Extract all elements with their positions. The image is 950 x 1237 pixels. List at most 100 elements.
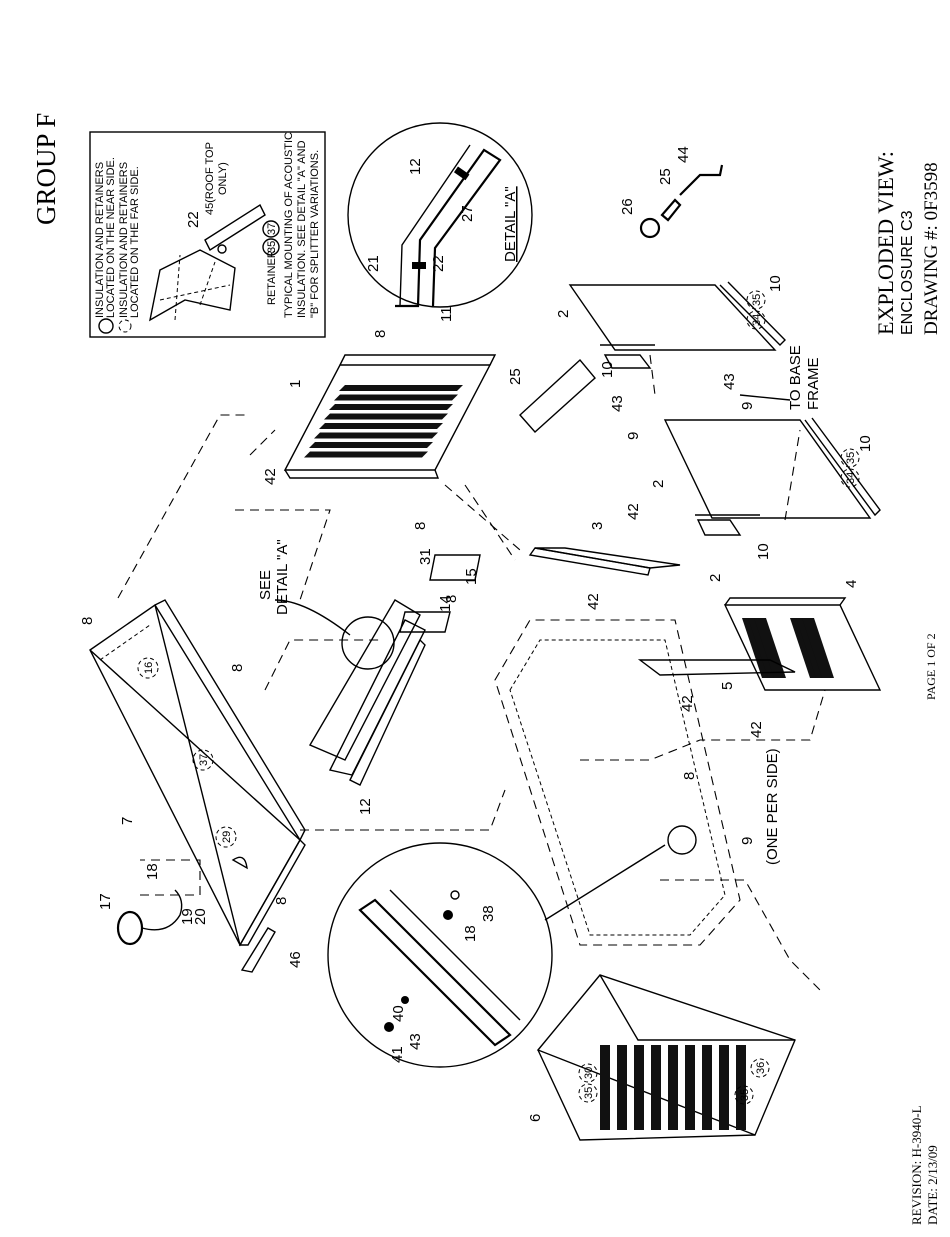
page-number: PAGE 1 OF 2 [924,633,938,700]
louver-slat [719,1045,729,1130]
part-6: 6 [527,1114,544,1122]
fitting-part-25 [660,198,682,222]
detail-a-21: 21 [365,255,382,272]
part-38: 38 [480,905,497,922]
louver-slat [319,423,443,429]
part-8-a: 8 [79,617,96,625]
louver-slat [304,451,428,458]
part-9-a: 9 [625,432,642,440]
part-3: 3 [589,522,606,530]
louver-panel-part-4 [723,597,882,691]
part-8-d: 8 [372,330,389,338]
part-1: 1 [287,380,304,388]
part-7: 7 [119,817,136,825]
part-40: 40 [390,1005,407,1022]
louver-slat [329,404,453,410]
panel-part-3 [534,547,681,569]
part-42-c: 42 [585,593,602,610]
detail-a-22: 22 [430,255,447,272]
part-42-a: 42 [262,468,279,485]
louver-slat [600,1045,610,1130]
louver-slat [651,1045,661,1130]
legend-note-2: INSULATION. SEE DETAIL "A" AND [296,140,308,318]
legend-circ-35: 35 [266,241,278,253]
louver-panel-part-6: 30 35 36 35 [536,974,796,1141]
part-25-b: 25 [507,368,524,385]
louver-slat [324,413,448,420]
louver-slat [314,432,438,439]
louver-panel-part-1 [249,354,497,479]
circ-35-a: 35 [751,294,763,306]
detail-b [327,842,553,1068]
legend-note-3: "B" FOR SPLITTER VARIATIONS. [309,150,321,318]
revision-text: REVISION: H-3940-L [909,1105,924,1225]
title-line-3: DRAWING #: 0F3598 [921,162,942,335]
part-10-a: 10 [767,275,784,292]
part-44: 44 [675,146,692,163]
part-12: 12 [357,798,374,815]
part-8-c: 8 [273,897,290,905]
to-base-frame-1: TO BASE [787,345,804,410]
date-text: DATE: 2/13/09 [925,1145,940,1225]
detail-a: 12 27 21 22 11 DETAIL "A" [347,122,533,322]
part-8-e: 8 [412,522,429,530]
louver-slat [668,1045,678,1130]
one-per-side: (ONE PER SIDE) [764,748,781,865]
part-25-a: 25 [657,168,674,185]
part-19: 19 [179,908,196,925]
bracket-part-46 [240,927,276,973]
circ-29: 29 [221,831,233,843]
part-17: 17 [97,893,114,910]
side-panel-part-2-bottom: 35 34 [663,417,881,519]
legend-line-2: LOCATED ON THE NEAR SIDE. [105,157,117,318]
part-15: 15 [463,568,480,585]
part-42-e: 42 [748,721,765,738]
louver-slat [736,1045,746,1130]
part-46: 46 [287,951,304,968]
detail-a-12: 12 [407,158,424,175]
part-43-c: 43 [407,1033,424,1050]
circ-37: 37 [198,754,210,766]
circ-16: 16 [143,662,155,674]
splitter-part-12 [308,599,426,786]
louver-slat [617,1045,627,1130]
part-8-b: 8 [229,664,246,672]
legend-line-1: INSULATION AND RETAINERS [94,162,106,318]
assembly-lines [117,354,826,991]
louver-slat [339,385,463,391]
part-4: 4 [843,580,860,588]
circ-30: 30 [583,1067,595,1079]
part-14: 14 [437,595,454,612]
circ-34-a: 34 [751,314,763,326]
fitting-part-26 [639,217,661,239]
part-10-c: 10 [857,435,874,452]
circ-36: 36 [755,1062,767,1074]
gauge-part-17 [116,859,201,946]
circ-35-d: 35 [739,1089,751,1101]
circ-34-b: 34 [845,472,857,484]
part-5: 5 [719,682,736,690]
circ-35-b: 35 [845,452,857,464]
louver-slat [754,618,786,678]
louver-slat [634,1045,644,1130]
legend-note-1: TYPICAL MOUNTING OF ACOUSTIC [283,132,295,318]
part-2-a: 2 [555,310,572,318]
to-base-frame-2: FRAME [805,358,822,411]
base-frame [494,619,741,946]
part-18-b: 18 [462,925,479,942]
group-title: GROUP F [31,113,61,225]
detail-a-title: DETAIL "A" [502,186,519,262]
see-detail-1: SEE [257,570,274,600]
part-42-b: 42 [625,503,642,520]
part-31: 31 [417,548,434,565]
see-detail-2: DETAIL "A" [274,539,291,615]
louver-slat [702,1045,712,1130]
legend-box: INSULATION AND RETAINERS LOCATED ON THE … [89,131,326,338]
legend-callout-22: 22 [185,211,202,228]
louver-slat [334,394,458,401]
part-26: 26 [619,198,636,215]
title-line-2: ENCLOSURE C3 [899,210,916,335]
part-43-a: 43 [609,395,626,412]
part-9-b: 9 [739,402,756,410]
